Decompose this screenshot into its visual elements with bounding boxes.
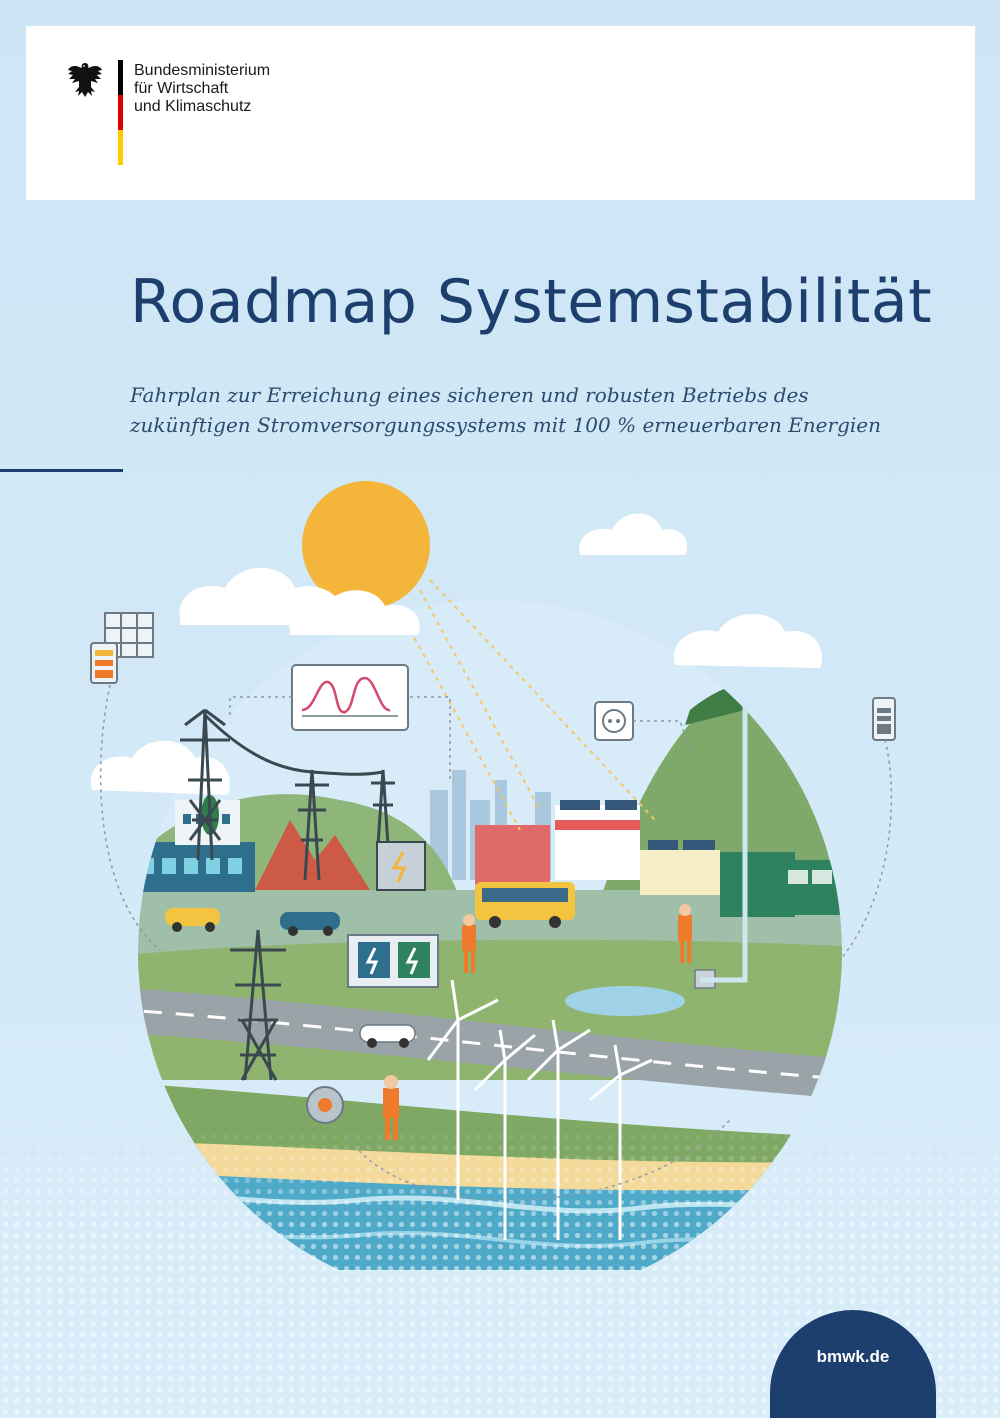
ministry-line-2: für Wirtschaft: [134, 80, 229, 97]
document-title: Roadmap Systemstabilität: [130, 267, 933, 337]
worker-icon: [383, 904, 692, 1140]
car-icon: [165, 908, 416, 1048]
wind-turbine-icon: [426, 979, 653, 1240]
charging-station-icon: [347, 934, 439, 988]
ministry-line-1: Bundesministerium: [134, 62, 271, 79]
pylon-icon: [180, 708, 395, 1081]
sun-rays: [409, 579, 656, 831]
town-houses: [475, 800, 720, 895]
power-plant: [138, 800, 255, 892]
flag-bar: [118, 60, 123, 165]
battery-icon: [90, 642, 118, 684]
header-card: Bundesministerium für Wirtschaft und Kli…: [26, 26, 975, 200]
ministry-line-3: und Klimaschutz: [134, 98, 252, 115]
red-hills: [255, 820, 370, 890]
solar-panel-icon: [104, 612, 154, 658]
substation-turbine: [306, 1086, 344, 1124]
socket-icon: [594, 701, 634, 741]
subtitle-line-2: zukünftigen Stromversorgungssystems mit …: [130, 413, 881, 437]
transformer-icon: [376, 841, 426, 891]
website-url: bmwk.de: [816, 1347, 890, 1366]
globe-landscape: [138, 600, 842, 1270]
bus-icon: [475, 882, 575, 928]
connection-lines: [99, 684, 893, 1201]
accent-rule: [0, 469, 123, 472]
document-subtitle: Fahrplan zur Erreichung eines sicheren u…: [130, 380, 950, 440]
ministry-name: Bundesministerium für Wirtschaft und Kli…: [134, 62, 270, 116]
subtitle-line-1: Fahrplan zur Erreichung eines sicheren u…: [130, 383, 809, 407]
battery-icon-right: [872, 697, 896, 741]
graph-monitor-icon: [291, 664, 409, 731]
water-pipe: [700, 690, 748, 983]
battery-storage: [720, 852, 842, 917]
lake: [565, 986, 685, 1016]
sun-icon: [302, 481, 430, 609]
energy-system-illustration: [90, 481, 896, 1270]
federal-eagle-icon: [68, 63, 102, 97]
